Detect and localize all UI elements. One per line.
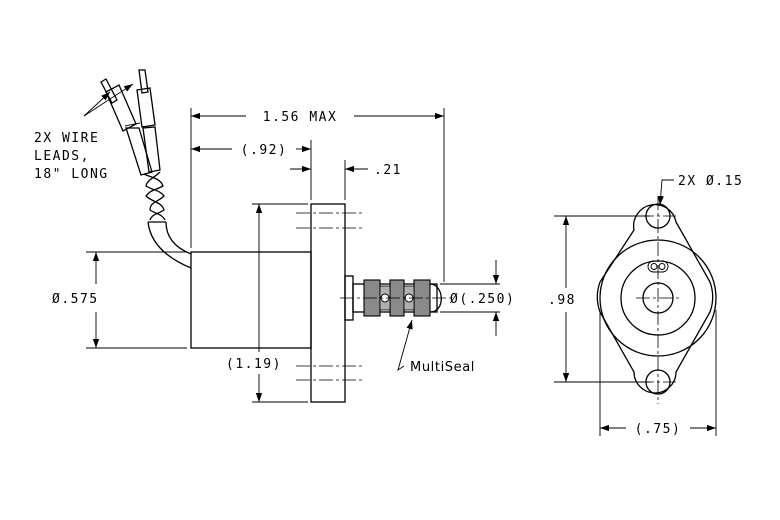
dim-body-diameter: Ø.575	[52, 292, 99, 307]
wire-bend-outer	[147, 221, 192, 269]
multiseal-label: MultiSeal	[410, 360, 475, 375]
wire-note-leaders	[83, 83, 134, 117]
dim-flange-height: (1.19)	[226, 357, 282, 372]
wire-bend-inner	[165, 221, 192, 255]
labels: 2X WIRE LEADS, 18" LONG 1.56 MAX (.92) .…	[34, 110, 743, 437]
end-view	[596, 196, 717, 404]
wire-insulation-right	[136, 87, 156, 128]
flange-outline	[596, 203, 714, 394]
wire-twist-b	[145, 171, 166, 221]
wire-twist-a	[143, 173, 165, 221]
dim-flange-width: (.75)	[635, 422, 682, 437]
dim-body-length: (.92)	[241, 143, 288, 158]
wire-segment-right	[142, 126, 161, 173]
wire-note-line-1: 2X WIRE	[34, 131, 99, 146]
body-circle	[599, 239, 717, 357]
wire-tip-right	[138, 69, 149, 94]
mounting-flange	[310, 203, 346, 403]
wire-leads	[100, 69, 192, 269]
dim-hole-spacing: .98	[548, 293, 576, 308]
dimensions-side	[86, 108, 500, 403]
dimensions-end	[554, 179, 717, 436]
side-view	[190, 203, 455, 403]
dim-plunger-diameter: Ø(.250)	[450, 292, 515, 307]
dim-overall-length: 1.56 MAX	[263, 110, 338, 125]
solenoid-body	[190, 251, 312, 349]
dim-hole-callout: 2X Ø.15	[678, 174, 743, 189]
wire-note-line-3: 18" LONG	[34, 167, 109, 182]
wire-note-line-2: LEADS,	[34, 149, 90, 164]
dim-flange-thickness: .21	[374, 163, 402, 178]
